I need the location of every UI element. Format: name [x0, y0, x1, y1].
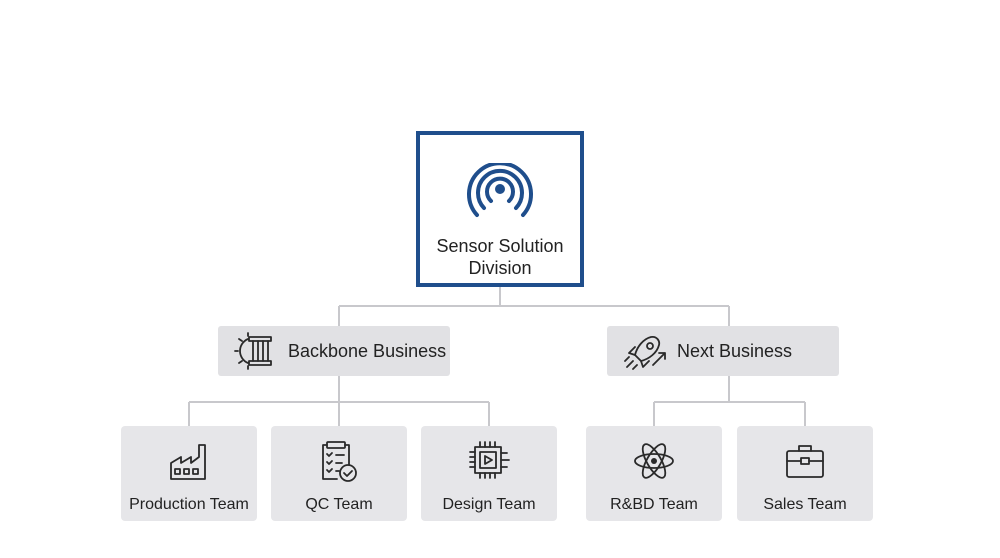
rocket-icon [624, 335, 666, 370]
group-label: Backbone Business [288, 340, 447, 361]
team-rbd: R&BD Team [586, 426, 722, 521]
team-qc: QC Team [271, 426, 407, 521]
root-label-line2: Division [468, 258, 532, 278]
team-production: Production Team [121, 426, 257, 521]
group-backbone-business: Backbone Business [218, 326, 450, 376]
clipboard-check-icon [322, 441, 357, 482]
root-label-line1: Sensor Solution [436, 236, 564, 256]
chip-icon [469, 441, 510, 479]
group-next-business: Next Business [607, 326, 839, 376]
team-label: R&BD Team [610, 496, 698, 513]
atom-icon [634, 443, 674, 479]
signal-icon [467, 163, 533, 217]
gear-pillar-icon [234, 332, 272, 370]
group-label: Next Business [677, 340, 793, 361]
team-sales: Sales Team [737, 426, 873, 521]
team-label: Design Team [442, 496, 536, 513]
team-label: QC Team [305, 496, 373, 513]
root-node-sensor-solution-division: Sensor Solution Division [416, 131, 584, 287]
factory-icon [170, 444, 206, 480]
root-label: Sensor Solution Division [425, 235, 575, 279]
team-label: Sales Team [763, 496, 847, 513]
team-label: Production Team [129, 496, 249, 513]
briefcase-icon [786, 445, 824, 478]
team-design: Design Team [421, 426, 557, 521]
